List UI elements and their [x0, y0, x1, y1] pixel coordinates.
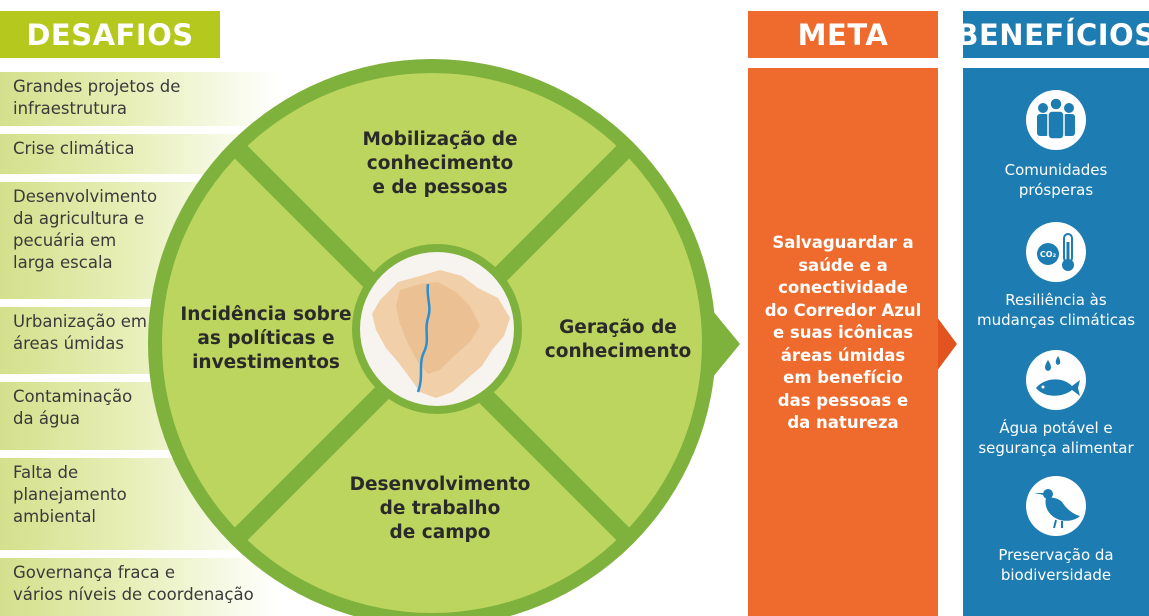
wheel-segment-right: Geração de conhecimento [544, 317, 692, 362]
benefit-label: Comunidades prósperas [1004, 161, 1108, 199]
benefit-label: Resiliência às mudanças climáticas [976, 291, 1136, 329]
wheel-segment-left: Incidência sobre as políticas e investim… [180, 304, 352, 373]
wheel-segment-bottom: Desenvolvimento de trabalho de campo [349, 474, 531, 543]
co2-text: CO₂ [1040, 250, 1057, 259]
desafios-header: DESAFIOS [0, 11, 220, 58]
river-icon [416, 283, 431, 393]
benefit-label: Água potável e segurança alimentar [978, 419, 1134, 457]
challenge-item: Grandes projetos de infraestrutura [0, 72, 305, 126]
arrow-to-meta [708, 305, 740, 383]
map-subregion [396, 282, 480, 374]
bird-icon [1026, 476, 1086, 536]
co2-thermometer-icon: CO₂ [1026, 222, 1086, 282]
meta-text: Salvaguardar a saúde e a conectividade d… [764, 233, 922, 432]
meta-header: META [748, 11, 938, 58]
beneficios-header: BENEFÍCIOS [956, 11, 1149, 58]
wheel-segment-top: Mobilização de conhecimento e de pessoas [362, 129, 518, 198]
people-icon [1026, 90, 1086, 150]
meta-panel [748, 68, 938, 616]
challenge-item: Governança fraca e vários níveis de coor… [0, 558, 305, 616]
benefit-label: Preservação da biodiversidade [998, 546, 1114, 584]
water-fish-icon [1026, 350, 1086, 410]
